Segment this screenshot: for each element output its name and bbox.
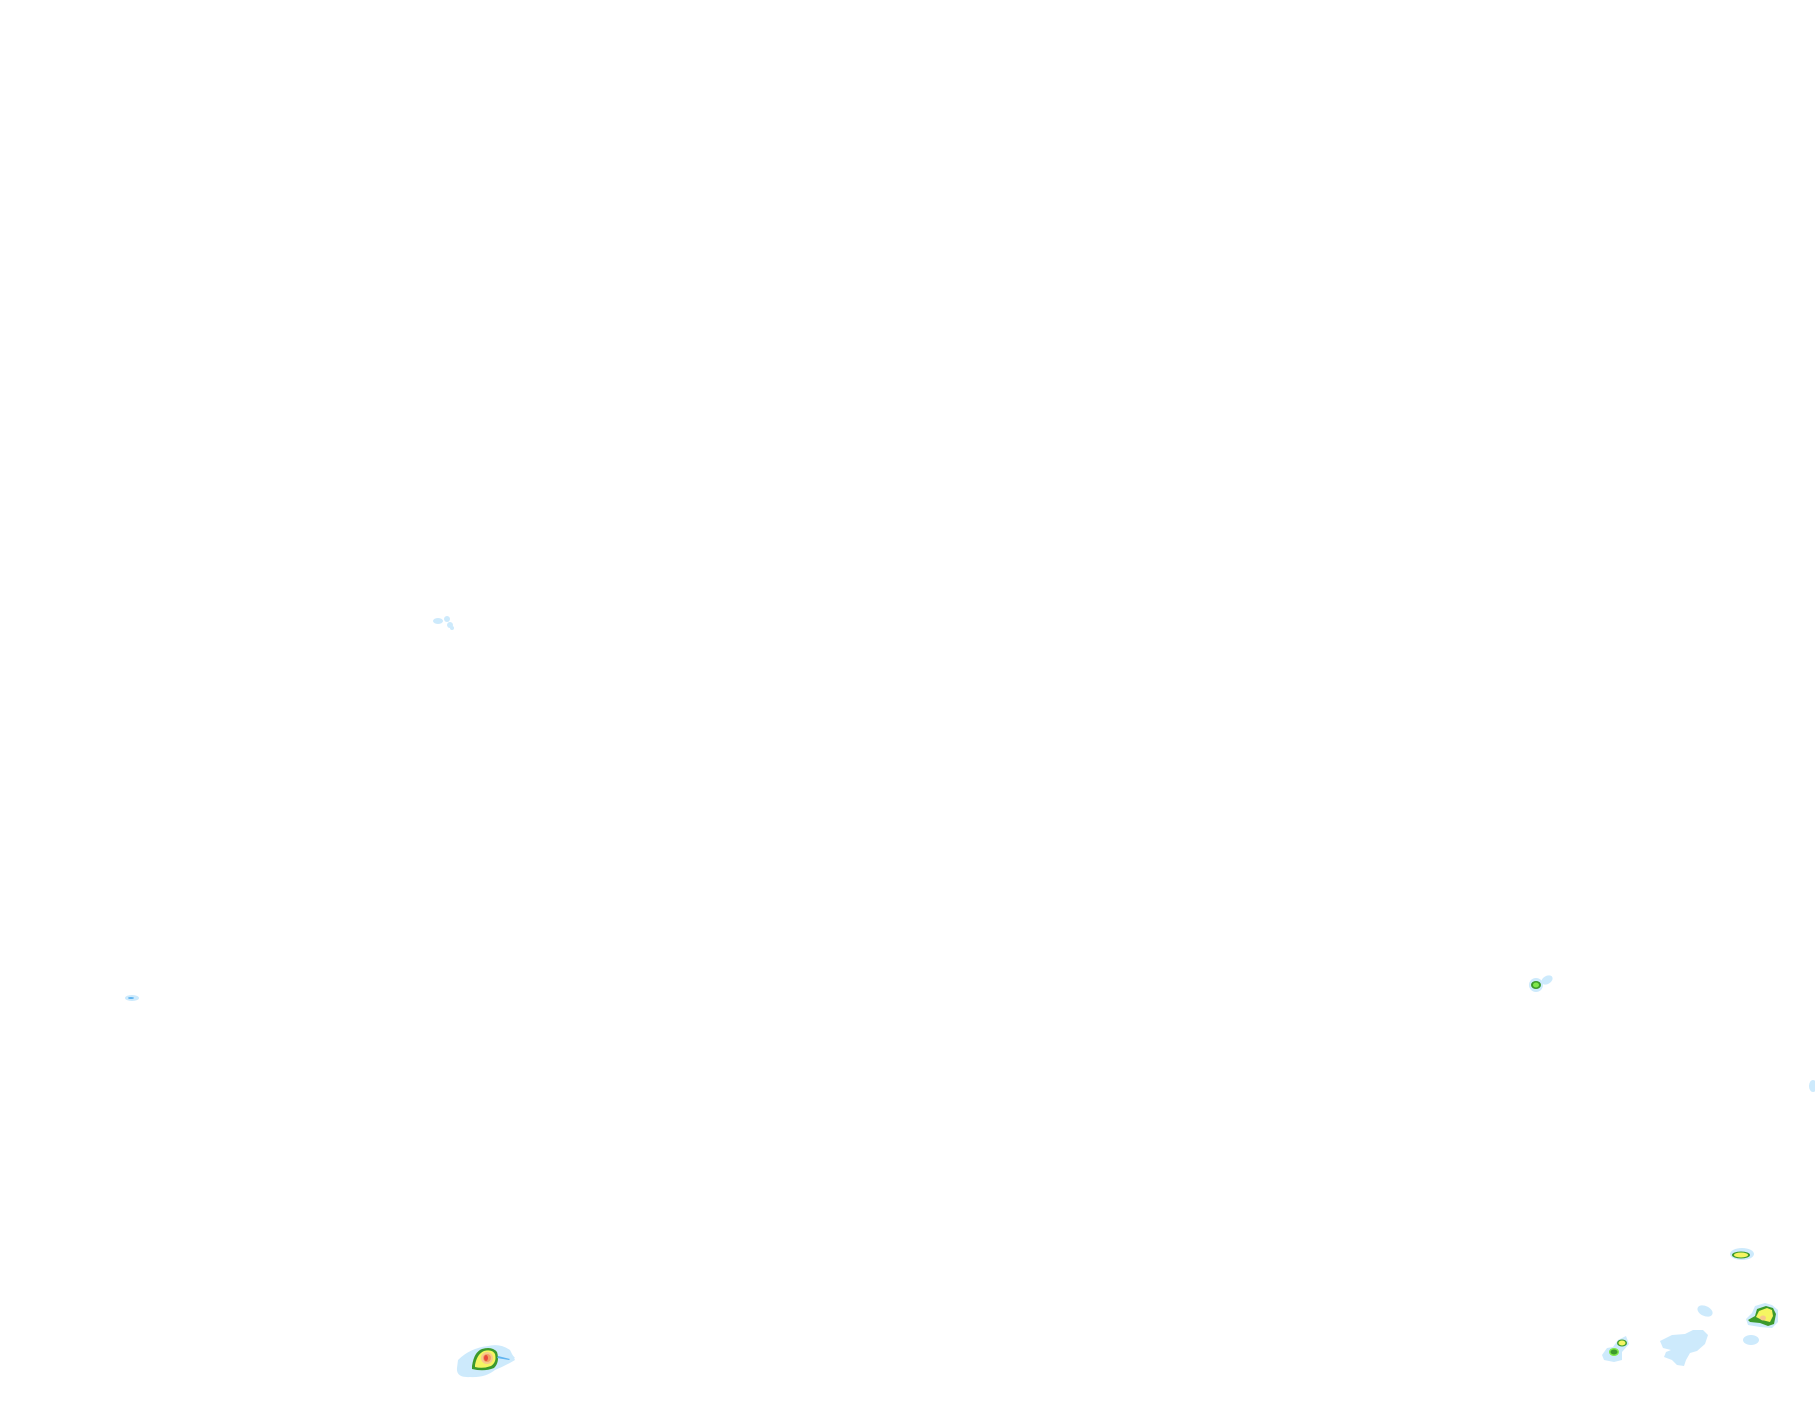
precip-cell-light (433, 616, 454, 630)
precip-cell-strong (1746, 1303, 1778, 1328)
precip-cell-moderate (1529, 975, 1553, 992)
precip-cell-light (1660, 1305, 1759, 1366)
precip-cell-light (1809, 1080, 1815, 1092)
precip-cell-moderate (1730, 1248, 1754, 1260)
precip-cell-moderate (1602, 1336, 1629, 1362)
precip-cell-strong (456, 1345, 515, 1378)
precip-cell-light (125, 995, 139, 1001)
